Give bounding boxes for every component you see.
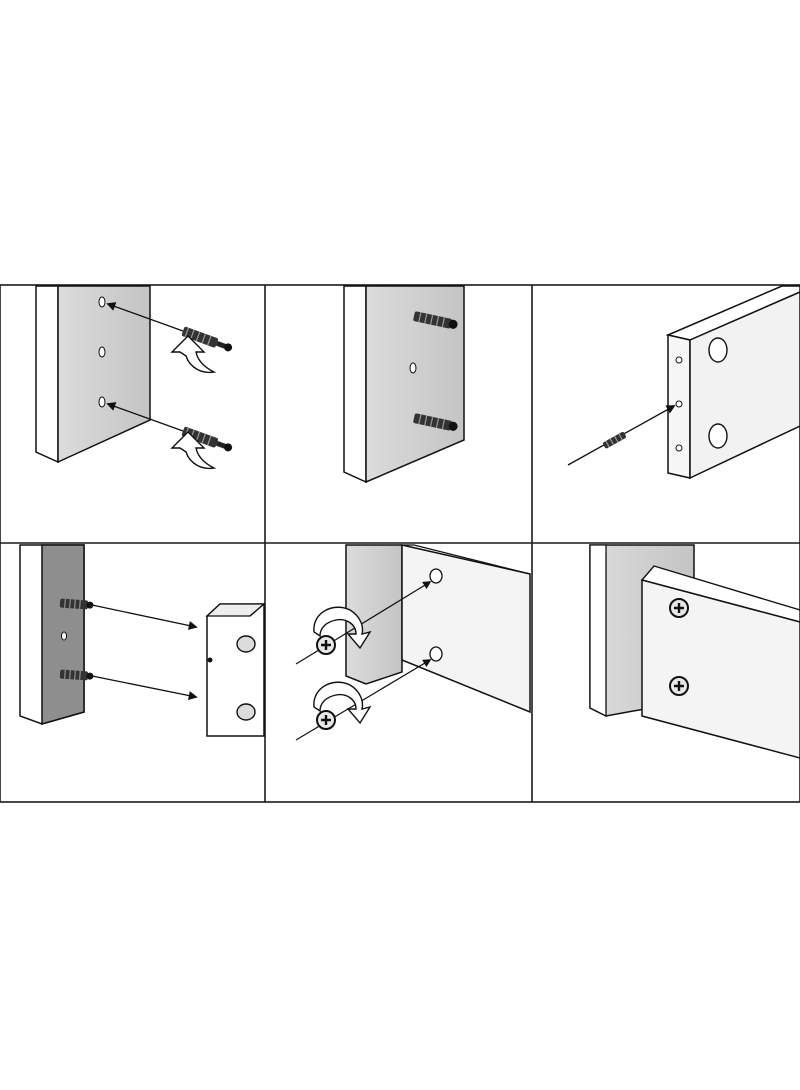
screw-icon xyxy=(315,634,337,656)
screw-head-icon xyxy=(668,675,690,697)
panel-hole xyxy=(98,396,106,408)
push-arrow-icon xyxy=(170,431,217,470)
edge-hole xyxy=(675,356,683,364)
panel-grid xyxy=(0,284,800,803)
board-hole xyxy=(429,646,443,662)
side-panel xyxy=(35,285,59,464)
edge-hole xyxy=(675,444,683,452)
dowel-anchor-icon xyxy=(59,598,94,610)
step-3-insert-pin xyxy=(567,285,800,480)
dowel-anchor-icon xyxy=(413,413,458,431)
board-hole xyxy=(708,423,728,449)
side-panel xyxy=(343,285,367,484)
board-hole xyxy=(236,635,256,653)
board-face xyxy=(641,579,800,759)
board-hole xyxy=(429,568,443,584)
side-panel xyxy=(345,544,403,685)
board-face xyxy=(401,544,531,714)
dowel-anchor-icon xyxy=(59,669,94,681)
board-hole xyxy=(708,337,728,363)
pin-icon xyxy=(603,432,626,449)
step-6-assembled xyxy=(589,544,800,759)
step-5-screw-board xyxy=(295,544,531,741)
board-hole xyxy=(236,703,256,721)
step-2-anchors-seated xyxy=(343,285,465,484)
edge-hole xyxy=(675,400,683,408)
step-1-insert-anchors xyxy=(35,285,235,470)
rotate-arrow-icon xyxy=(313,681,372,725)
screw-head-icon xyxy=(668,597,690,619)
screw-icon xyxy=(315,709,337,731)
board-icon xyxy=(206,603,265,737)
panel-hole xyxy=(98,346,106,358)
rotate-arrow-icon xyxy=(313,606,372,650)
step-4-align-board xyxy=(19,544,266,737)
panel-hole xyxy=(61,631,67,641)
push-arrow-icon xyxy=(170,335,217,374)
panel-hole xyxy=(98,296,106,308)
panel-hole xyxy=(409,362,417,374)
dowel-anchor-icon xyxy=(413,311,458,329)
